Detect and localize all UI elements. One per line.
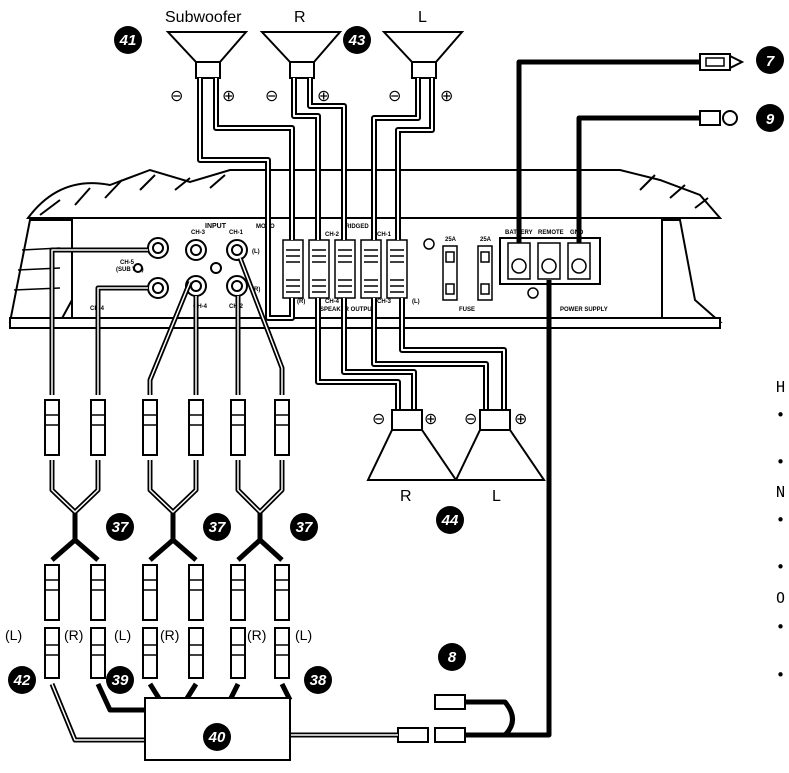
ch1-label: CH-1 — [229, 230, 244, 236]
rca-l-label-1: (L) — [5, 627, 22, 643]
sp-r-label: (R) — [297, 299, 305, 305]
rca-r-label-3: (R) — [247, 627, 266, 643]
svg-text:37: 37 — [112, 519, 129, 536]
rca-plugs — [44, 399, 290, 679]
speaker-wires-inner — [199, 78, 505, 410]
side-text-7: • — [776, 618, 785, 636]
callout-44: 44 — [436, 506, 464, 534]
side-text-2: • — [776, 453, 785, 471]
bottom-speakers: R L ⊖ ⊕ ⊖ ⊕ — [366, 409, 546, 505]
callout-39: 39 — [106, 666, 134, 694]
rbottom-plus-icon: ⊕ — [424, 411, 437, 428]
svg-text:40: 40 — [208, 729, 226, 746]
svg-text:39: 39 — [112, 672, 129, 689]
top-speakers: Subwoofer R L ⊖ ⊕ ⊖ ⊕ ⊖ ⊕ — [165, 9, 465, 105]
remote-label: REMOTE — [538, 230, 564, 236]
rca-r-label-1: (R) — [64, 627, 83, 643]
callout-38: 38 — [304, 666, 332, 694]
speaker-top-l-label: L — [418, 9, 427, 26]
lbottom-minus-icon: ⊖ — [464, 411, 477, 428]
callout-40: 40 — [203, 723, 231, 751]
callout-41: 41 — [114, 26, 142, 54]
callout-42: 42 — [8, 666, 36, 694]
sp-ch4-label: CH-4 — [325, 299, 340, 305]
side-text-1: • — [776, 406, 785, 424]
left-speaker-top — [381, 31, 465, 79]
side-text-6: O — [776, 589, 785, 607]
callout-37a: 37 — [106, 513, 134, 541]
ground-lug-icon — [699, 110, 738, 126]
remote-connector-icon — [397, 694, 466, 743]
input-l-label: (L) — [252, 249, 260, 255]
left-speaker-bottom — [454, 409, 546, 481]
side-text-3: N — [776, 483, 785, 501]
sub-wf-label: (SUB WF) — [116, 267, 144, 273]
power-supply-label: POWER SUPPLY — [560, 307, 608, 313]
svg-text:7: 7 — [766, 53, 775, 70]
ch3-label: CH-3 — [191, 230, 206, 236]
sp-ch1-label: CH-1 — [377, 232, 392, 238]
fuse-label: FUSE — [459, 307, 475, 313]
rtop-minus-icon: ⊖ — [265, 88, 278, 105]
callout-37c: 37 — [290, 513, 318, 541]
callout-8: 8 — [438, 643, 466, 671]
subwoofer-label: Subwoofer — [165, 9, 242, 26]
callout-7: 7 — [756, 46, 784, 74]
input-r-label: (R) — [252, 287, 260, 293]
speaker-output-label: SPEAKER OUTPUT — [320, 307, 376, 313]
rca-input-jacks — [133, 237, 248, 299]
svg-text:44: 44 — [441, 512, 459, 529]
side-text-0: H — [776, 378, 785, 396]
side-text-8: • — [776, 666, 785, 684]
subwoofer-speaker — [165, 31, 249, 79]
svg-text:41: 41 — [119, 32, 137, 49]
svg-text:38: 38 — [310, 672, 327, 689]
side-text: H • • N • • O • • — [776, 378, 785, 684]
callouts: 41 43 7 9 44 37 37 37 42 39 38 8 40 — [8, 26, 784, 751]
svg-text:42: 42 — [13, 672, 31, 689]
fuse-25a-2: 25A — [480, 237, 492, 243]
battery-connector-icon — [699, 53, 745, 71]
svg-text:8: 8 — [448, 649, 457, 666]
ltop-minus-icon: ⊖ — [388, 88, 401, 105]
svg-text:43: 43 — [348, 32, 366, 49]
side-text-4: • — [776, 511, 785, 529]
ch5-label: CH-5 — [120, 260, 135, 266]
fuse-25a-1: 25A — [445, 237, 457, 243]
ch4b-label: CH-4 — [193, 304, 208, 310]
callout-37b: 37 — [203, 513, 231, 541]
sp-l-label: (L) — [412, 299, 420, 305]
sp-ch3-label: CH-3 — [377, 299, 392, 305]
side-text-5: • — [776, 558, 785, 576]
rtop-plus-icon: ⊕ — [317, 88, 330, 105]
rca-l-label-3: (L) — [295, 627, 312, 643]
sp-ch2-label: CH-2 — [325, 232, 340, 238]
rbottom-minus-icon: ⊖ — [372, 411, 385, 428]
callout-43: 43 — [343, 26, 371, 54]
svg-text:9: 9 — [766, 111, 775, 128]
sub-plus-icon: ⊕ — [222, 88, 235, 105]
lbottom-plus-icon: ⊕ — [514, 411, 527, 428]
speaker-terminals — [282, 238, 435, 299]
rca-r-label-2: (R) — [160, 627, 179, 643]
sub-minus-icon: ⊖ — [170, 88, 183, 105]
ltop-plus-icon: ⊕ — [440, 88, 453, 105]
power-terminals — [499, 237, 601, 299]
amplifier: INPUT CH-3 CH-1 CH-5 (SUB WF) CH-4 CH-4 … — [8, 168, 723, 329]
right-speaker-top — [259, 31, 343, 79]
rca-l-label-2: (L) — [114, 627, 131, 643]
svg-text:37: 37 — [209, 519, 226, 536]
bridged-label: BRIDGED — [341, 224, 369, 230]
fuses — [442, 245, 493, 301]
speaker-bottom-l-label: L — [492, 488, 501, 505]
input-label: INPUT — [205, 223, 227, 230]
callout-9: 9 — [756, 104, 784, 132]
power-wires — [465, 59, 700, 738]
speaker-bottom-r-label: R — [400, 488, 412, 505]
rca-cables-inner — [51, 249, 398, 741]
svg-text:37: 37 — [296, 519, 313, 536]
speaker-top-r-label: R — [294, 9, 306, 26]
